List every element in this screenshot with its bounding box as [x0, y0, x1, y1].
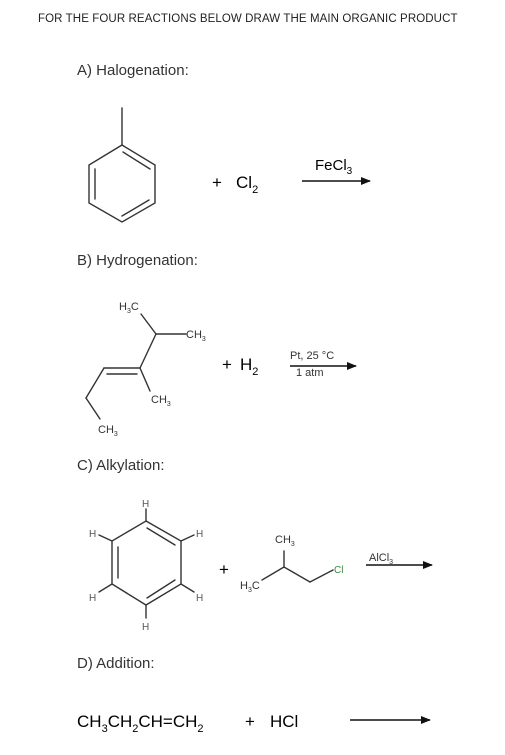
reaction-b-ch3-right: CH3 — [186, 329, 206, 343]
hydrogen-label: H — [142, 622, 149, 633]
benzene-ring — [111, 520, 182, 606]
reaction-b-ch3-bottom: CH3 — [98, 424, 118, 438]
reaction-b-reagent: H2 — [240, 355, 258, 378]
section-addition-title: D) Addition: — [77, 655, 155, 672]
aromatic-double-bond — [146, 579, 176, 599]
section-alkylation-title: C) Alkylation: — [77, 457, 165, 474]
reaction-c-ch3: CH3 — [275, 534, 295, 548]
aromatic-double-bond — [122, 151, 151, 170]
bond — [139, 367, 151, 392]
c-h-bond — [98, 534, 113, 542]
hydrogen-label: H — [196, 593, 203, 604]
reaction-b-h3c-top: H3C — [119, 301, 139, 315]
bond — [140, 313, 157, 335]
c-h-bond — [98, 583, 113, 593]
aromatic-double-bond — [121, 199, 150, 217]
reaction-a-plus: + — [212, 173, 222, 192]
reaction-d-formula: CH3CH2CH=CH2 — [77, 712, 204, 735]
reaction-d-reagent: HCl — [270, 712, 298, 731]
hydrogen-label: H — [89, 593, 96, 604]
benzene-ring — [88, 144, 156, 223]
benzene-structure — [98, 508, 195, 619]
reaction-b-condition-pressure: 1 atm — [296, 367, 324, 379]
toluene-structure — [88, 107, 156, 223]
reaction-a-catalyst: FeCl3 — [315, 157, 353, 177]
reaction-c-h3c: H3C — [240, 580, 260, 594]
hydrogen-label: H — [89, 529, 96, 540]
alkene-structure — [85, 313, 187, 420]
c-h-bond — [180, 534, 195, 542]
reaction-c-catalyst: AlCl3 — [369, 552, 393, 566]
reaction-b-condition-temperature: Pt, 25 °C — [290, 350, 334, 362]
page-header: FOR THE FOUR REACTIONS BELOW DRAW THE MA… — [38, 13, 458, 25]
alkyl-chloride-structure — [261, 550, 334, 583]
reaction-b-plus: + — [222, 355, 232, 374]
reaction-b-ch3-middle: CH3 — [151, 394, 171, 408]
bond — [85, 367, 105, 399]
c-h-bond — [180, 583, 195, 593]
chlorine-label: Cl — [334, 565, 343, 576]
aromatic-double-bond — [146, 527, 176, 546]
bond — [261, 566, 285, 581]
reaction-a-reagent: Cl2 — [236, 173, 258, 196]
bond — [283, 566, 311, 583]
hydrogen-label: H — [142, 499, 149, 510]
section-halogenation-title: A) Halogenation: — [77, 62, 189, 79]
hydrogen-label: H — [196, 529, 203, 540]
bond — [85, 397, 101, 420]
reaction-d-plus: + — [245, 712, 255, 731]
reaction-c-plus: + — [219, 560, 229, 579]
bond — [139, 333, 157, 369]
section-hydrogenation-title: B) Hydrogenation: — [77, 252, 198, 269]
bond — [309, 569, 334, 583]
